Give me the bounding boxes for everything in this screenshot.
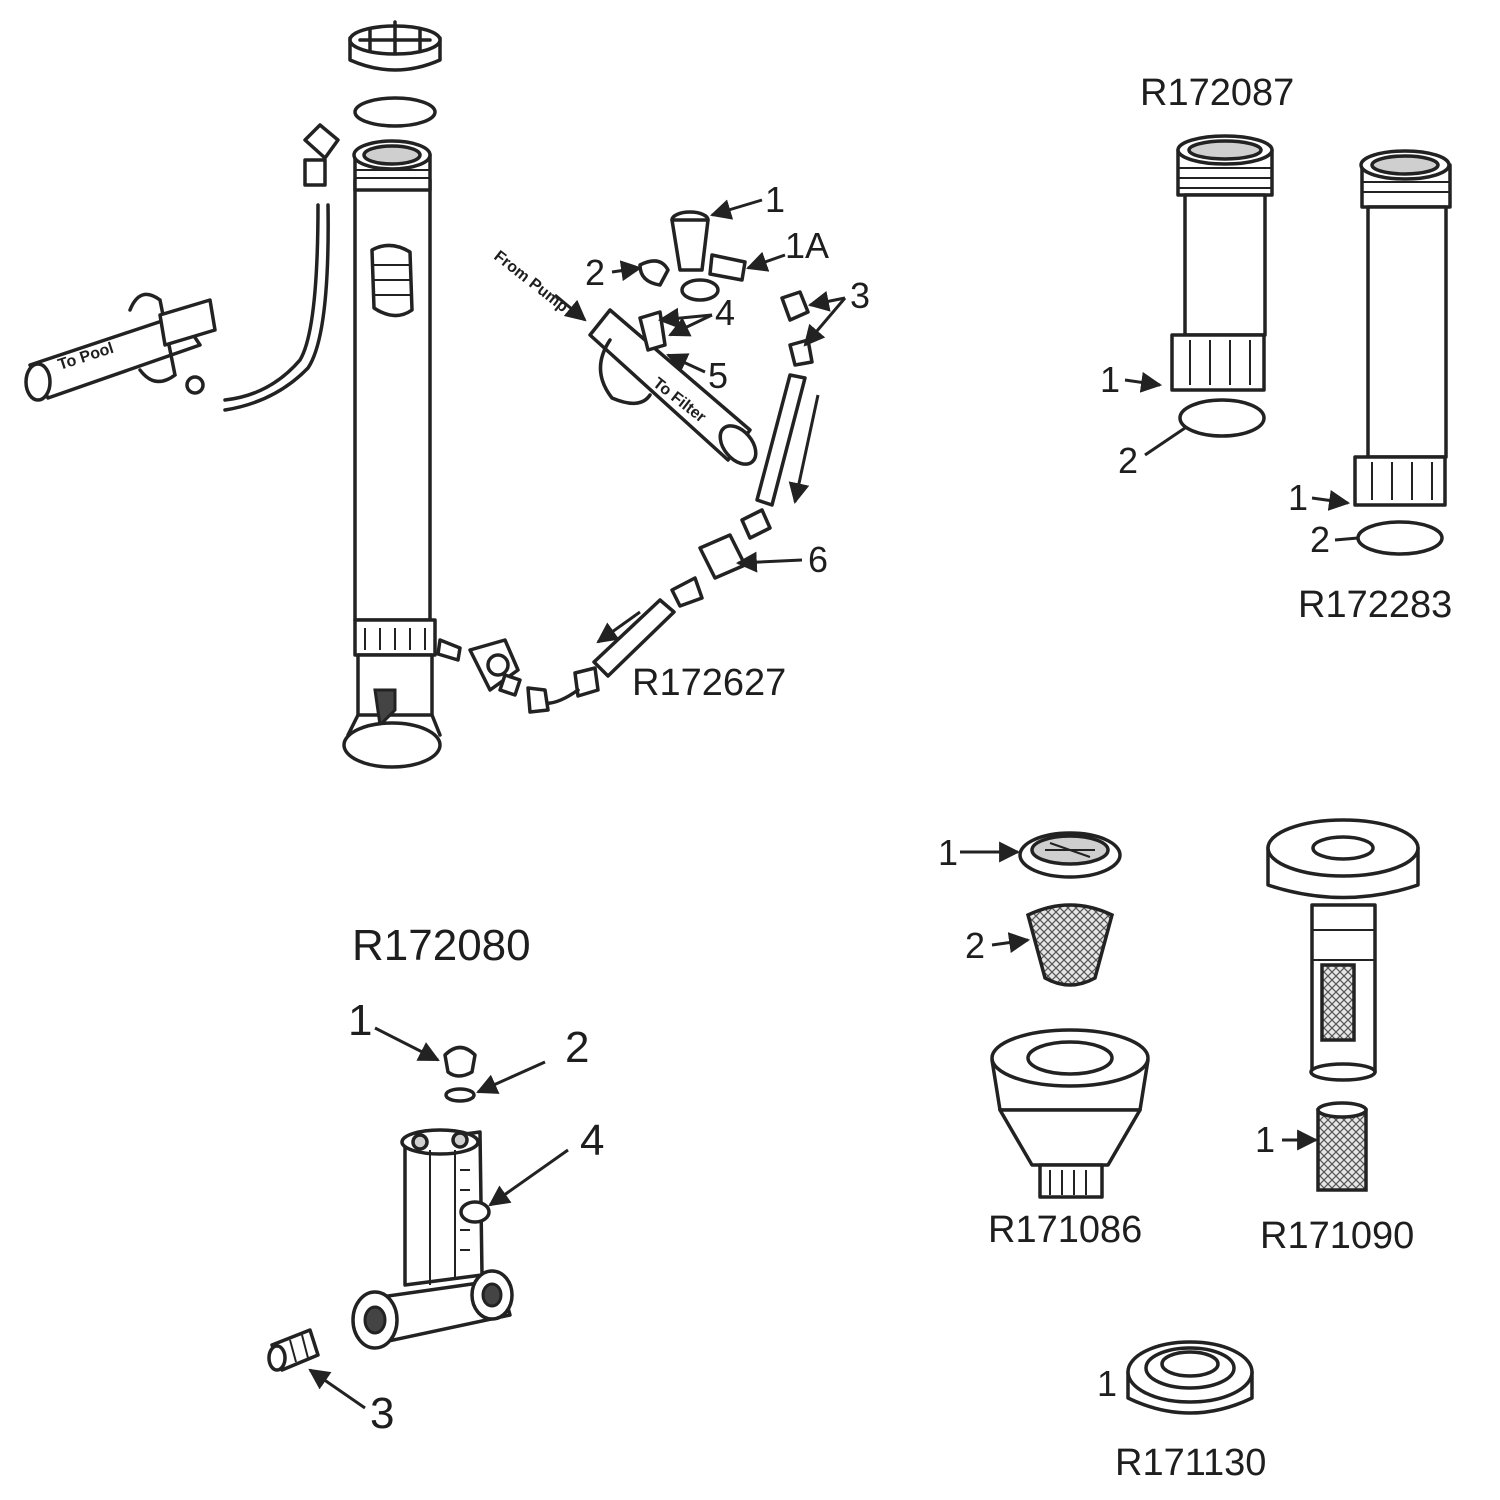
r172080-label-3: 3 bbox=[370, 1389, 394, 1438]
assembly-r171130: 1 R171130 bbox=[1097, 1340, 1266, 1484]
fittings-and-tubing bbox=[526, 290, 820, 714]
r172283-label-2: 2 bbox=[1310, 519, 1330, 560]
from-pump-label: From Pump bbox=[491, 248, 572, 316]
r172627-label-3: 3 bbox=[850, 275, 870, 316]
r171130-label-1: 1 bbox=[1097, 1363, 1117, 1404]
feeder-o-ring bbox=[353, 96, 437, 128]
r171090-code: R171090 bbox=[1260, 1215, 1414, 1257]
r172080-label-4: 4 bbox=[580, 1116, 604, 1165]
injector-fitting bbox=[436, 638, 522, 697]
float-dispenser bbox=[1266, 818, 1420, 1082]
assembly-r172087: R172087 1 2 bbox=[1100, 72, 1294, 481]
filter-cartridge bbox=[1316, 1101, 1368, 1192]
assembly-r172283: 1 2 R172283 bbox=[1288, 149, 1452, 626]
check-valve bbox=[638, 210, 747, 302]
feeder-housing bbox=[351, 1128, 514, 1350]
r171086-code: R171086 bbox=[988, 1209, 1142, 1251]
r172080-label-1: 1 bbox=[348, 996, 372, 1045]
r171086-label-2: 2 bbox=[965, 925, 985, 966]
r171090-label-1: 1 bbox=[1255, 1119, 1275, 1160]
r172283-code: R172283 bbox=[1298, 584, 1452, 626]
r172080-code: R172080 bbox=[352, 921, 531, 970]
skimmer-body bbox=[990, 1028, 1150, 1199]
r172627-label-5: 5 bbox=[708, 355, 728, 396]
r172627-label-2: 2 bbox=[585, 252, 605, 293]
feeder-vent-tube bbox=[223, 123, 340, 412]
assembly-r171090: 1 R171090 bbox=[1255, 818, 1420, 1257]
r172627-code: R172627 bbox=[632, 662, 786, 704]
assembly-r171086: 1 2 R171086 bbox=[938, 831, 1150, 1251]
r172627-label-6: 6 bbox=[808, 539, 828, 580]
r172080-label-2: 2 bbox=[565, 1023, 589, 1072]
assembly-r172627: To Pool To Filter From Pump bbox=[24, 20, 870, 769]
r172283-label-1: 1 bbox=[1288, 477, 1308, 518]
r171086-label-1: 1 bbox=[938, 832, 958, 873]
r172087-label-2: 2 bbox=[1118, 440, 1138, 481]
r172087-code: R172087 bbox=[1140, 72, 1294, 114]
r172627-label-1a: 1A bbox=[785, 225, 829, 266]
r172087-label-1: 1 bbox=[1100, 359, 1120, 400]
r172627-label-4: 4 bbox=[715, 292, 735, 333]
r171130-code: R171130 bbox=[1115, 1442, 1266, 1484]
check-valve-fitting bbox=[267, 1328, 320, 1372]
feeder-cap bbox=[348, 20, 442, 72]
feeder-body bbox=[342, 139, 442, 769]
assembly-r172080: R172080 1 2 3 4 bbox=[267, 921, 604, 1438]
mesh-basket bbox=[1025, 903, 1115, 987]
r172627-label-1: 1 bbox=[765, 179, 785, 220]
to-pool-pipe: To Pool bbox=[24, 292, 217, 402]
